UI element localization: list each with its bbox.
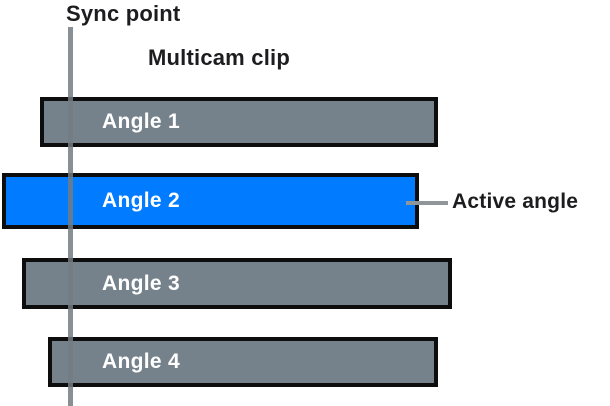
angle-2-bar-active: Angle 2 — [2, 173, 419, 229]
diagram-title: Multicam clip — [148, 45, 290, 70]
sync-point-line — [68, 27, 73, 406]
angle-3-label: Angle 3 — [102, 271, 180, 295]
angle-2-label: Angle 2 — [102, 189, 180, 212]
angle-4-label: Angle 4 — [102, 350, 180, 373]
angle-4-bar: Angle 4 — [48, 337, 438, 387]
angle-1-bar: Angle 1 — [40, 97, 438, 147]
angle-1-label: Angle 1 — [102, 110, 180, 133]
sync-point-label: Sync point — [66, 1, 181, 26]
active-angle-label: Active angle — [452, 190, 579, 213]
active-angle-connector-line — [406, 201, 448, 205]
angle-3-bar: Angle 3 — [22, 258, 452, 309]
